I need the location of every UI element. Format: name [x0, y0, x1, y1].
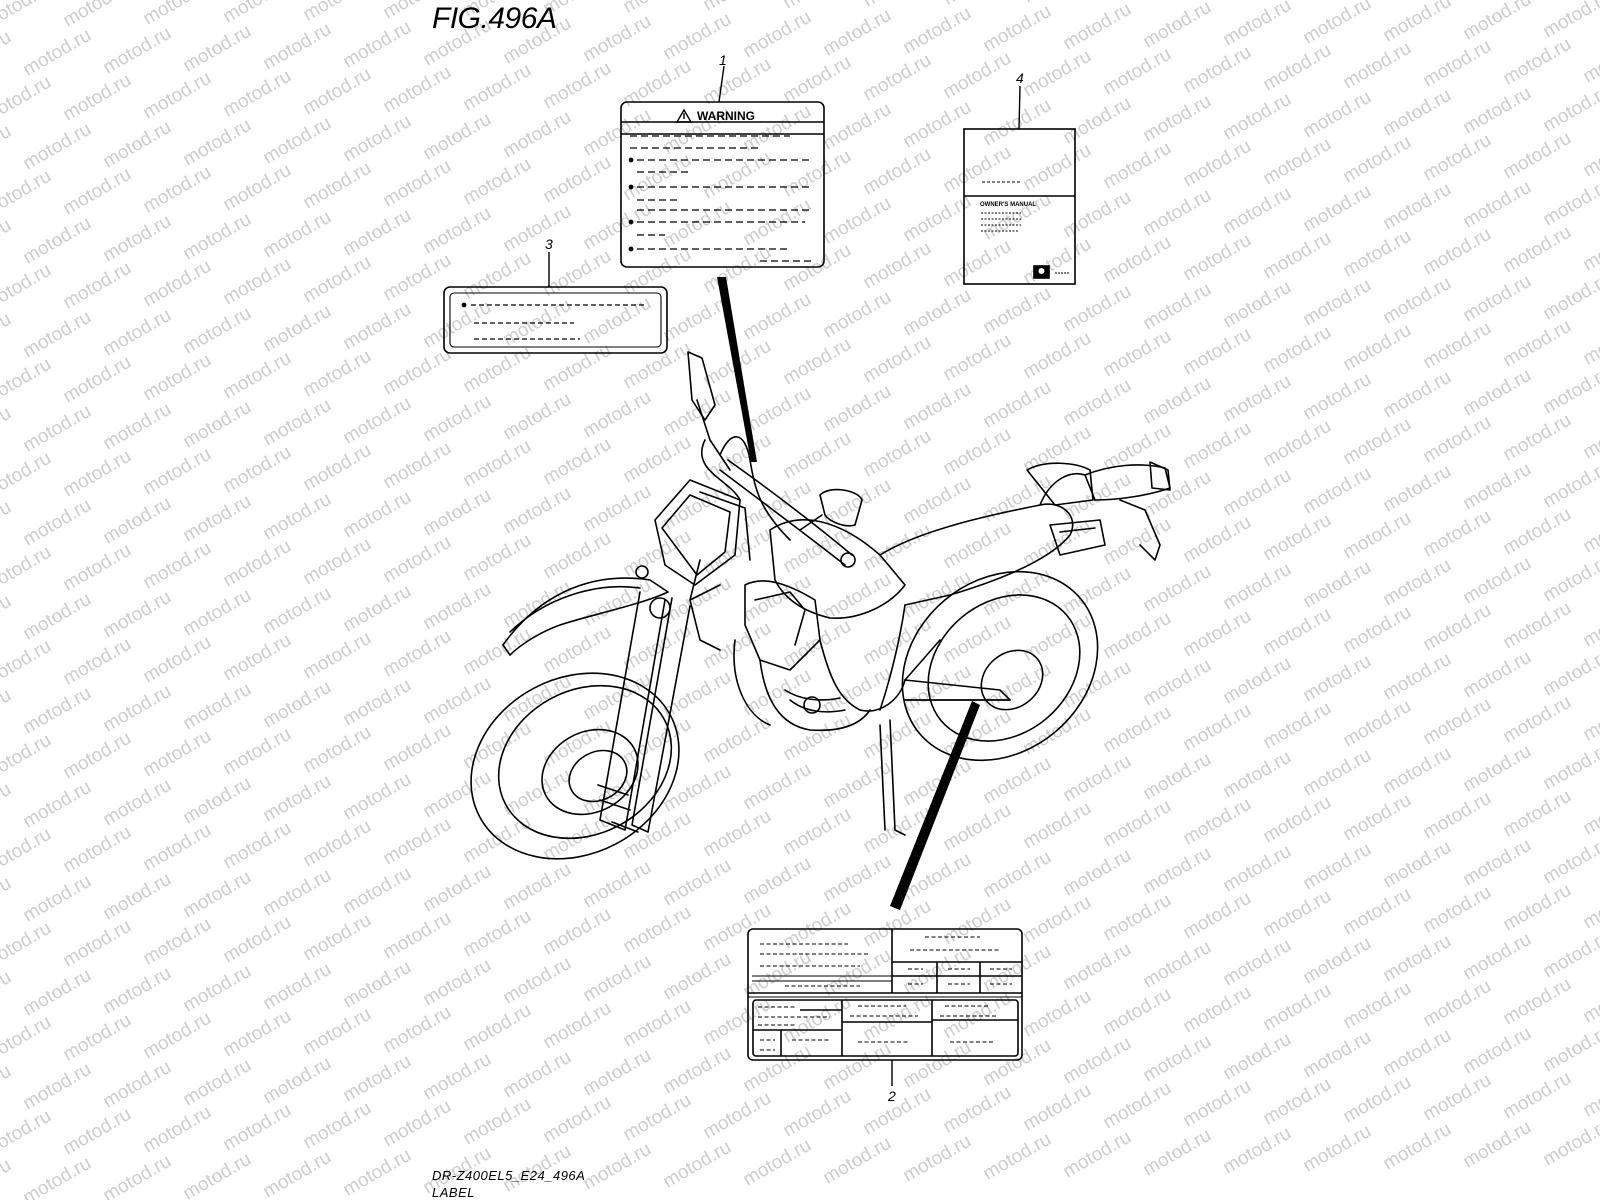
information-label-drawing[interactable]	[747, 928, 1023, 1061]
callout-3[interactable]: 3	[545, 236, 553, 252]
callout-4[interactable]: 4	[1016, 70, 1024, 86]
figure-caption: LABEL	[432, 1185, 475, 1200]
caution-label-drawing[interactable]	[443, 286, 668, 354]
brand-emblem-icon	[1033, 265, 1050, 279]
model-code: DR-Z400EL5_E24_496A	[432, 1168, 586, 1183]
callout-1[interactable]: 1	[719, 52, 727, 68]
warning-triangle-icon	[675, 108, 693, 123]
warning-label-drawing[interactable]: WARNING	[620, 101, 825, 268]
callout-2[interactable]: 2	[888, 1088, 896, 1104]
warning-label-heading: WARNING	[697, 109, 755, 123]
motorcycle-illustration	[470, 351, 1171, 860]
owners-manual-drawing[interactable]: OWNER'S MANUAL	[963, 128, 1076, 285]
owners-manual-title: OWNER'S MANUAL	[980, 202, 1036, 208]
figure-title: FIG.496A	[432, 2, 557, 35]
leader-lines	[548, 65, 1021, 1086]
